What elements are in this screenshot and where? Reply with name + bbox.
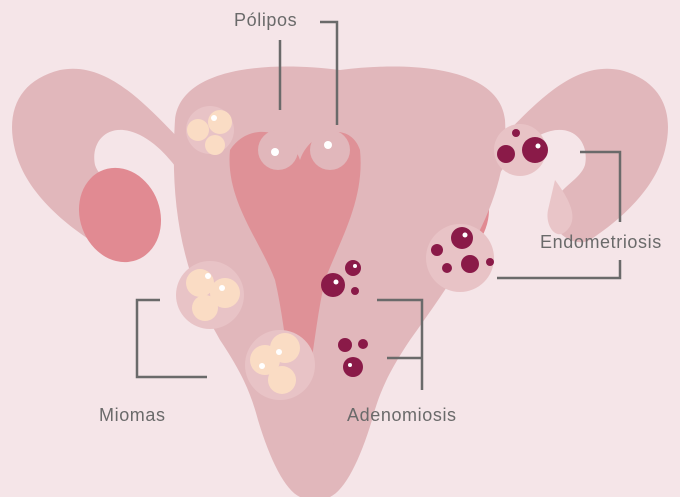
- fibroid-left: [176, 261, 244, 329]
- fibroid-cavity: [245, 330, 315, 400]
- label-endometriosis: Endometriosis: [540, 232, 662, 252]
- label-adenomiosis: Adenomiosis: [347, 405, 457, 425]
- label-polipos: Pólipos: [234, 10, 297, 30]
- label-miomas: Miomas: [99, 405, 166, 425]
